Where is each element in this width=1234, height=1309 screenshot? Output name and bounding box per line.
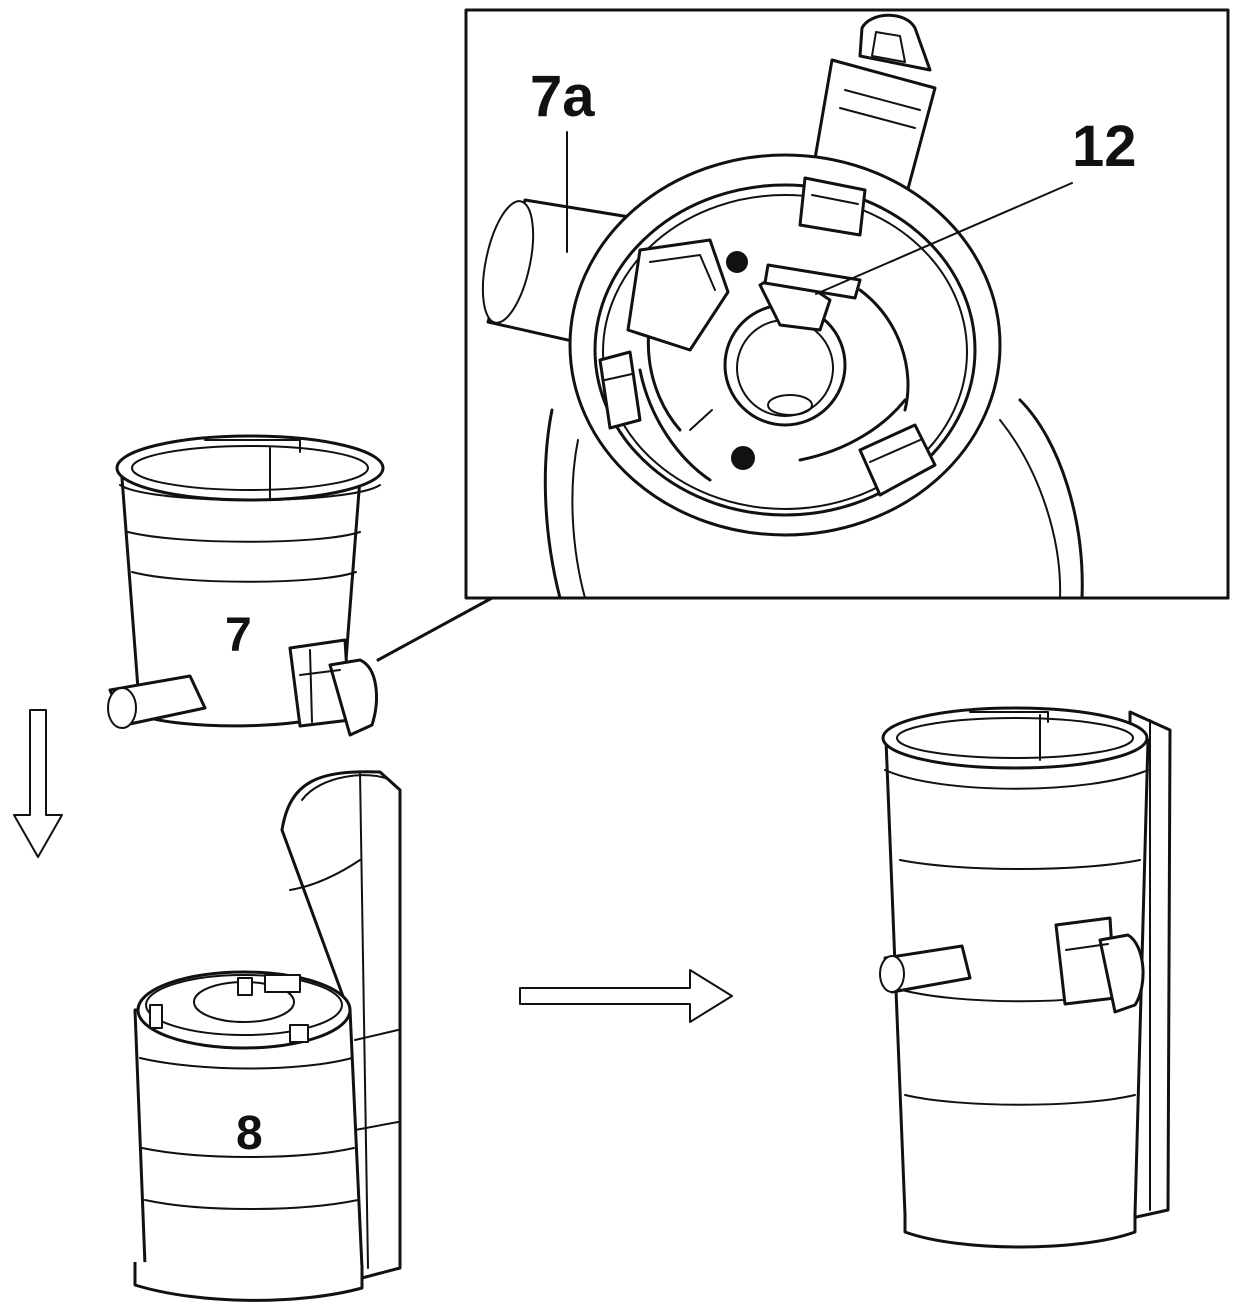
right-arrow	[519, 969, 733, 1023]
juice-bowl-7	[107, 434, 385, 737]
detail-inset	[376, 8, 1230, 662]
leader-12	[815, 182, 1073, 295]
inset-frame	[464, 8, 1230, 600]
down-arrow	[13, 709, 63, 858]
seal-12	[763, 263, 862, 300]
label-8: 8	[236, 1107, 263, 1160]
label-7: 7	[225, 609, 252, 662]
lever-piece	[626, 238, 730, 352]
label-7a: 7a	[530, 64, 595, 129]
bowl-rim	[568, 153, 1002, 537]
assembled-unit	[879, 706, 1172, 1249]
motor-base-8	[133, 770, 402, 1302]
label-12: 12	[1072, 114, 1137, 179]
callout-line	[376, 596, 1230, 662]
